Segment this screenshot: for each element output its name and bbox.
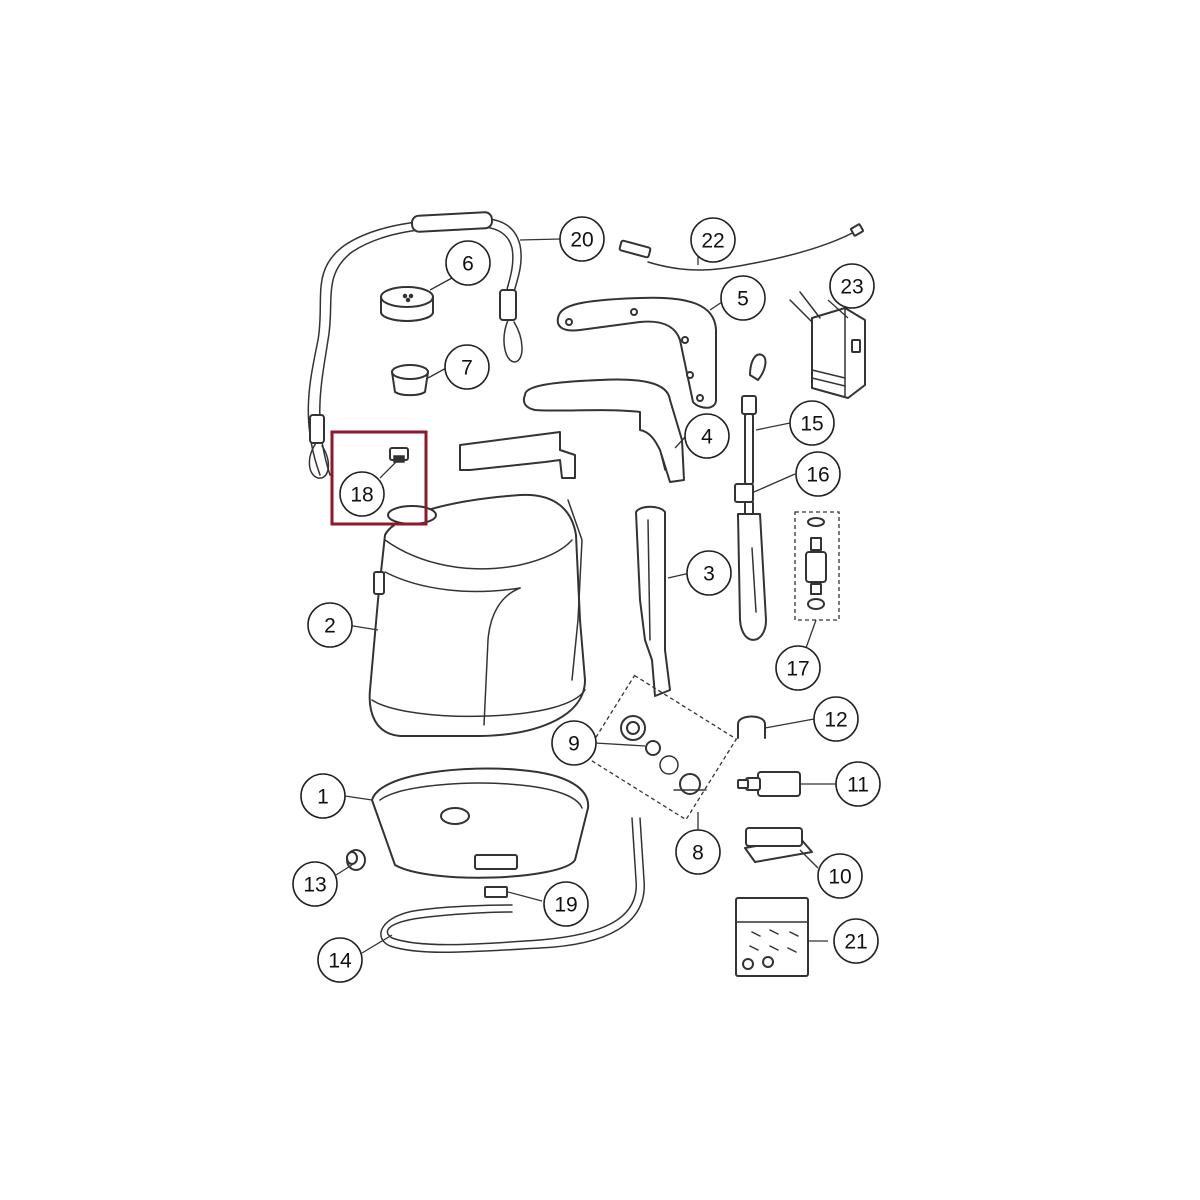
- callout-label-1: 1: [317, 786, 329, 809]
- callout-label-2: 2: [324, 615, 336, 638]
- callout-label-21: 21: [844, 931, 867, 954]
- part-tank: [368, 431, 586, 737]
- callout-label-11: 11: [847, 774, 869, 797]
- part-screw-kit: [735, 897, 809, 977]
- callout-label-6: 6: [462, 253, 474, 276]
- part-cap: [380, 286, 434, 322]
- part-handle-cover: [556, 296, 717, 409]
- callout-label-13: 13: [303, 874, 326, 897]
- part-pump: [737, 771, 801, 797]
- callout-17: 17: [775, 645, 821, 691]
- callout-15: 15: [789, 400, 835, 446]
- callout-9: 9: [551, 720, 597, 766]
- callout-18: 18: [339, 471, 385, 517]
- callout-label-3: 3: [703, 563, 715, 586]
- callout-11: 11: [835, 761, 881, 807]
- callout-5: 5: [720, 275, 766, 321]
- part-shoulder-strap: [307, 211, 523, 479]
- callout-label-18: 18: [350, 484, 373, 507]
- callout-label-8: 8: [692, 842, 704, 865]
- part-connector-kit: [794, 511, 840, 621]
- part-clip: [737, 715, 766, 739]
- callout-label-17: 17: [786, 658, 809, 681]
- callout-6: 6: [445, 240, 491, 286]
- callout-21: 21: [833, 918, 879, 964]
- callout-23: 23: [829, 263, 875, 309]
- part-wand-handle: [734, 483, 767, 641]
- part-power-switch: [389, 447, 409, 463]
- callout-14: 14: [317, 937, 363, 983]
- callout-label-14: 14: [328, 950, 352, 973]
- callout-3: 3: [686, 550, 732, 596]
- callout-label-23: 23: [840, 276, 863, 299]
- part-switch-cover: [484, 886, 508, 898]
- part-side-cover: [635, 505, 671, 697]
- callout-label-4: 4: [701, 426, 713, 449]
- callout-label-22: 22: [701, 230, 724, 253]
- callout-22: 22: [690, 217, 736, 263]
- callout-label-20: 20: [570, 229, 593, 252]
- part-battery: [744, 827, 813, 863]
- callout-7: 7: [444, 344, 490, 390]
- callout-13: 13: [292, 861, 338, 907]
- callout-label-16: 16: [806, 464, 829, 487]
- part-spray-wand: [741, 353, 767, 485]
- callout-16: 16: [795, 451, 841, 497]
- part-base: [371, 767, 590, 879]
- part-valve-kit: [583, 674, 738, 821]
- part-charger: [789, 291, 866, 399]
- callout-20: 20: [559, 216, 605, 262]
- callout-2: 2: [307, 602, 353, 648]
- callout-label-7: 7: [461, 357, 473, 380]
- part-handle: [522, 378, 685, 483]
- highlight-box-part-18: [330, 430, 428, 526]
- callout-19: 19: [543, 881, 589, 927]
- part-hose: [380, 817, 645, 954]
- callout-12: 12: [813, 696, 859, 742]
- callout-label-10: 10: [828, 866, 851, 889]
- callout-10: 10: [817, 853, 863, 899]
- part-filter-cup: [391, 364, 429, 397]
- callout-8: 8: [675, 829, 721, 875]
- part-usb-cable: [618, 223, 864, 271]
- callout-label-19: 19: [554, 894, 577, 917]
- callout-label-15: 15: [800, 413, 823, 436]
- callout-4: 4: [684, 413, 730, 459]
- callout-label-5: 5: [737, 288, 749, 311]
- callout-label-9: 9: [568, 733, 580, 756]
- callout-1: 1: [300, 773, 346, 819]
- callout-label-12: 12: [824, 709, 847, 732]
